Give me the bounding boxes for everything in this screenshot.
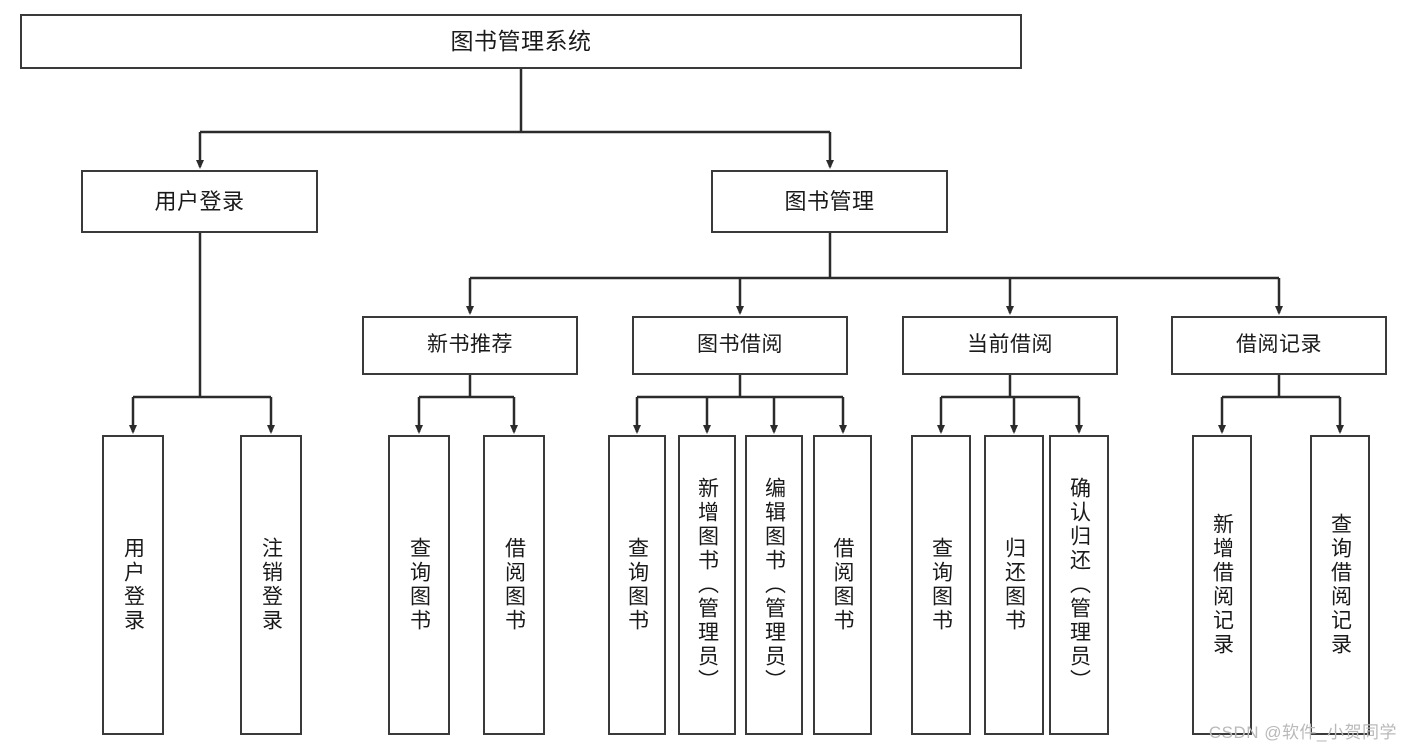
node-current-borrow[interactable]: 当前借阅	[902, 316, 1118, 375]
watermark: CSDN @软件_小贺同学	[1208, 723, 1397, 742]
node-label: 查询图书	[407, 537, 431, 633]
node-label: 新增借阅记录	[1210, 513, 1234, 657]
node-label: 新增图书（管理员）	[695, 477, 719, 693]
node-user-login[interactable]: 用户登录	[81, 170, 318, 233]
node-label: 查询图书	[929, 537, 953, 633]
node-leaf-edit-book[interactable]: 编辑图书（管理员）	[745, 435, 803, 735]
node-label: 用户登录	[154, 188, 245, 214]
node-book-manage[interactable]: 图书管理	[711, 170, 948, 233]
node-label: 确认归还（管理员）	[1067, 477, 1091, 693]
node-leaf-user-login[interactable]: 用户登录	[102, 435, 164, 735]
node-leaf-return-book[interactable]: 归还图书	[984, 435, 1044, 735]
node-label: 用户登录	[121, 537, 145, 633]
node-leaf-query-book-1[interactable]: 查询图书	[388, 435, 450, 735]
node-label: 查询图书	[625, 537, 649, 633]
node-label: 借阅记录	[1236, 333, 1322, 357]
node-book-borrow[interactable]: 图书借阅	[632, 316, 848, 375]
node-label: 注销登录	[259, 537, 283, 633]
node-root[interactable]: 图书管理系统	[20, 14, 1022, 69]
node-label: 图书管理系统	[450, 27, 592, 54]
node-new-book-rec[interactable]: 新书推荐	[362, 316, 578, 375]
node-leaf-user-logout[interactable]: 注销登录	[240, 435, 302, 735]
node-label: 图书借阅	[697, 333, 783, 357]
node-leaf-query-book-3[interactable]: 查询图书	[911, 435, 971, 735]
node-leaf-borrow-book-2[interactable]: 借阅图书	[813, 435, 872, 735]
node-leaf-add-book[interactable]: 新增图书（管理员）	[678, 435, 736, 735]
node-borrow-record[interactable]: 借阅记录	[1171, 316, 1387, 375]
node-leaf-query-book-2[interactable]: 查询图书	[608, 435, 666, 735]
node-leaf-borrow-book-1[interactable]: 借阅图书	[483, 435, 545, 735]
node-label: 图书管理	[784, 188, 875, 214]
node-label: 新书推荐	[427, 333, 513, 357]
node-label: 编辑图书（管理员）	[762, 477, 786, 693]
node-label: 借阅图书	[502, 537, 526, 633]
node-leaf-add-record[interactable]: 新增借阅记录	[1192, 435, 1252, 735]
node-label: 归还图书	[1002, 537, 1026, 633]
node-label: 借阅图书	[831, 537, 854, 633]
node-label: 查询借阅记录	[1328, 513, 1352, 657]
node-label: 当前借阅	[967, 333, 1053, 357]
node-leaf-confirm-return[interactable]: 确认归还（管理员）	[1049, 435, 1109, 735]
node-leaf-query-record[interactable]: 查询借阅记录	[1310, 435, 1370, 735]
